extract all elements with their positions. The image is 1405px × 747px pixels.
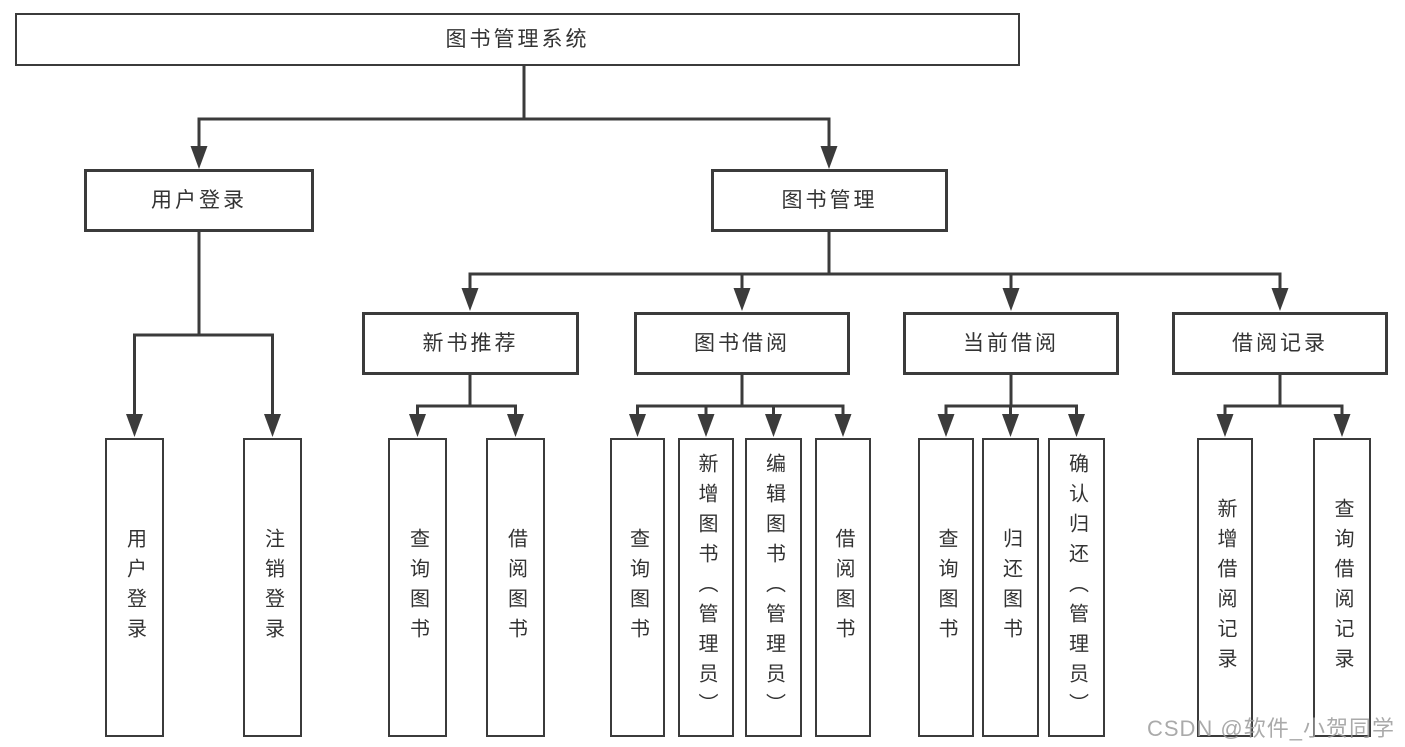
node-user-login-branch: 用户登录 <box>84 169 314 232</box>
arrow-down-icon <box>126 414 143 437</box>
node-borrowing-records-label: 借阅记录 <box>1232 331 1328 355</box>
arrow-down-icon <box>1002 288 1020 311</box>
node-borrowing-records: 借阅记录 <box>1172 312 1388 375</box>
node-new-book-recommend: 新书推荐 <box>362 312 579 375</box>
connector-records-children <box>1216 373 1351 437</box>
leaf-borrowing-edit-book-admin-label: 编辑图书（管理员） <box>762 452 785 723</box>
node-book-management: 图书管理 <box>711 169 948 232</box>
arrow-down-icon <box>765 414 782 437</box>
leaf-records-query-record: 查询借阅记录 <box>1313 438 1371 737</box>
node-user-login-label: 用户登录 <box>151 188 247 212</box>
leaf-user-login-label: 用户登录 <box>123 527 146 648</box>
arrow-down-icon <box>461 288 479 311</box>
connector-user-login-children <box>126 230 281 437</box>
arrow-down-icon <box>264 414 281 437</box>
connector-current-children <box>937 373 1085 437</box>
leaf-current-query-book-label: 查询图书 <box>935 527 957 648</box>
arrow-down-icon <box>629 414 646 437</box>
node-root-label: 图书管理系统 <box>445 27 590 51</box>
leaf-current-confirm-return-admin-label: 确认归还（管理员） <box>1065 452 1088 723</box>
node-book-borrowing-label: 图书借阅 <box>694 331 790 355</box>
connector-book-management-to-level3 <box>461 230 1289 311</box>
leaf-current-query-book: 查询图书 <box>918 438 974 737</box>
arrow-down-icon <box>733 288 751 311</box>
leaf-borrowing-query-book: 查询图书 <box>610 438 665 737</box>
arrow-down-icon <box>697 414 715 437</box>
leaf-recommend-query-book: 查询图书 <box>388 438 447 737</box>
leaf-logout-login: 注销登录 <box>243 438 302 737</box>
arrow-down-icon <box>1271 288 1289 311</box>
arrow-down-icon <box>1002 414 1019 437</box>
node-book-management-label: 图书管理 <box>781 188 878 212</box>
leaf-recommend-query-book-label: 查询图书 <box>406 527 429 648</box>
arrow-down-icon <box>937 414 955 437</box>
leaf-borrowing-add-book-admin-label: 新增图书（管理员） <box>695 452 717 723</box>
arrow-down-icon <box>190 146 208 169</box>
leaf-logout-login-label: 注销登录 <box>261 527 284 648</box>
connector-root-to-level2 <box>190 64 838 169</box>
arrow-down-icon <box>834 414 852 437</box>
leaf-current-return-book: 归还图书 <box>982 438 1039 737</box>
leaf-borrowing-edit-book-admin: 编辑图书（管理员） <box>745 438 802 737</box>
arrow-down-icon <box>1216 414 1234 437</box>
leaf-borrowing-borrow-book: 借阅图书 <box>815 438 871 737</box>
arrow-down-icon <box>820 146 838 169</box>
leaf-records-add-record: 新增借阅记录 <box>1197 438 1253 737</box>
arrow-down-icon <box>507 414 524 437</box>
leaf-records-query-record-label: 查询借阅记录 <box>1331 497 1353 678</box>
arrow-down-icon <box>1068 414 1085 437</box>
connector-borrowing-children <box>629 373 852 437</box>
arrow-down-icon <box>409 414 426 437</box>
leaf-recommend-borrow-book: 借阅图书 <box>486 438 545 737</box>
node-new-book-recommend-label: 新书推荐 <box>422 331 519 355</box>
arrow-down-icon <box>1333 414 1351 437</box>
leaf-borrowing-add-book-admin: 新增图书（管理员） <box>678 438 734 737</box>
connector-recommend-children <box>409 373 524 437</box>
watermark: CSDN @软件_小贺同学 <box>1146 716 1395 741</box>
node-current-borrowing: 当前借阅 <box>903 312 1119 375</box>
leaf-borrowing-query-book-label: 查询图书 <box>626 527 649 648</box>
leaf-current-return-book-label: 归还图书 <box>999 527 1022 648</box>
leaf-records-add-record-label: 新增借阅记录 <box>1214 497 1236 678</box>
leaf-borrowing-borrow-book-label: 借阅图书 <box>832 527 854 648</box>
node-book-borrowing: 图书借阅 <box>634 312 850 375</box>
leaf-recommend-borrow-book-label: 借阅图书 <box>504 527 527 648</box>
leaf-user-login: 用户登录 <box>105 438 164 737</box>
node-current-borrowing-label: 当前借阅 <box>963 331 1059 355</box>
node-root: 图书管理系统 <box>15 13 1020 66</box>
leaf-current-confirm-return-admin: 确认归还（管理员） <box>1048 438 1105 737</box>
